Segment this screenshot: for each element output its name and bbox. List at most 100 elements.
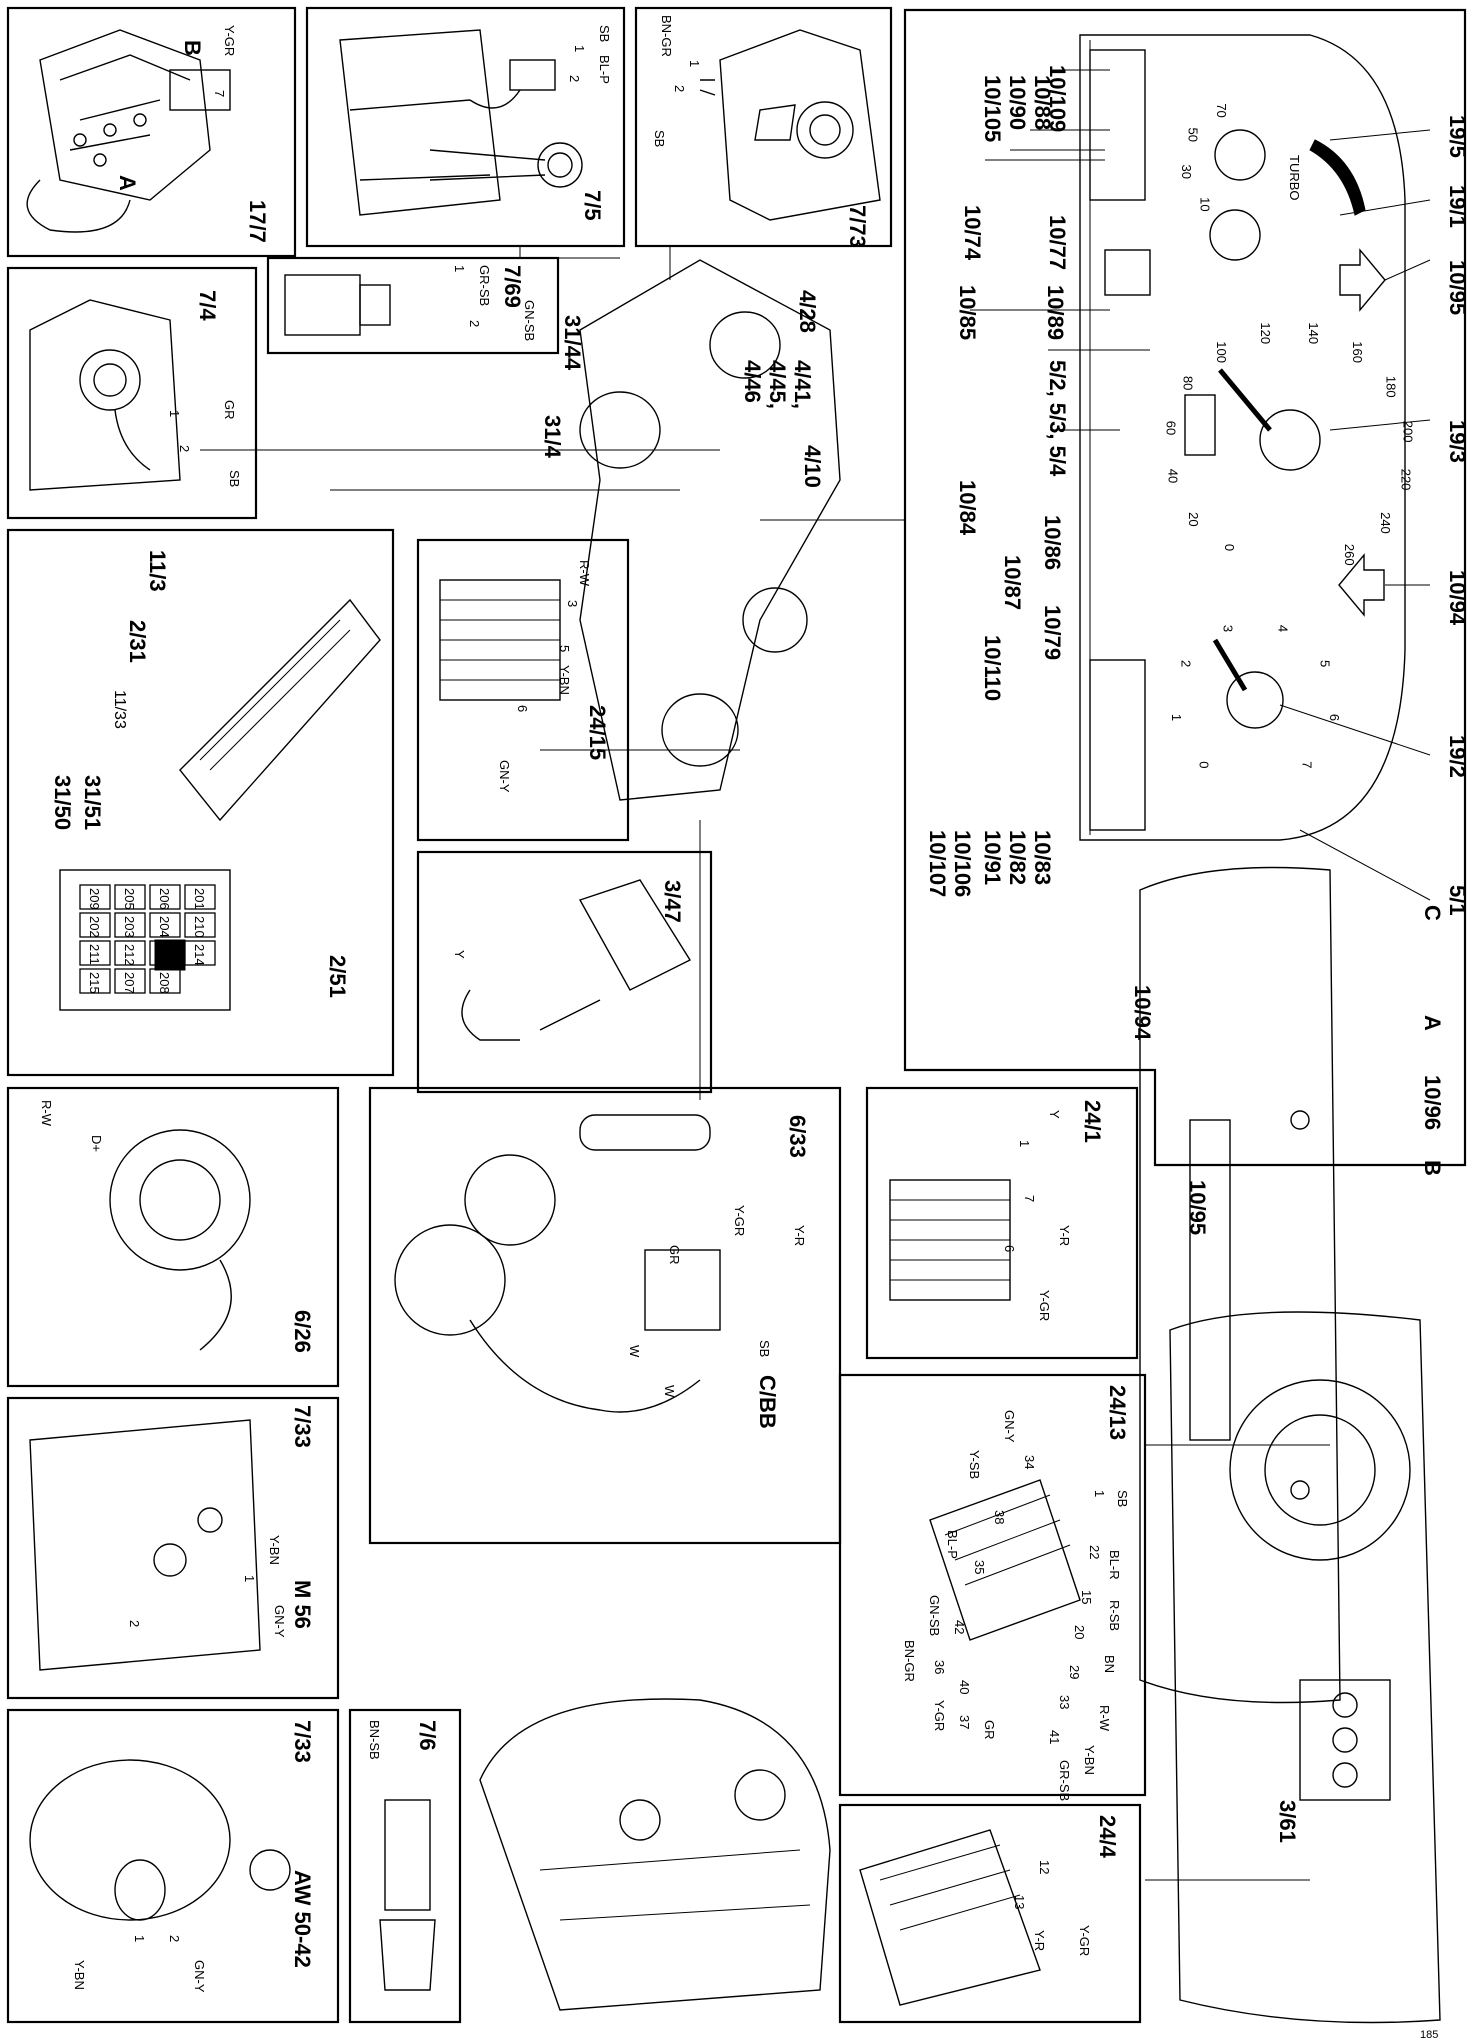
pin-1: 1	[572, 45, 587, 52]
car-ref-31-44: 31/44	[560, 315, 585, 371]
panel-2-31: 2092052062012022032042102112122132142152…	[6, 528, 395, 1077]
ref-31-50: 31/50	[50, 775, 75, 830]
wire-label: BN-GR	[902, 1640, 917, 1682]
speedometer-tick: 80	[1181, 376, 1196, 390]
cluster-ref-label: 10/82	[1005, 830, 1030, 885]
wire-gn-y: GN-Y	[272, 1605, 287, 1638]
fuse-number: 214	[192, 944, 207, 966]
pin-1: 1	[167, 410, 182, 417]
panel-6-33: 6/33 C/BB Y-GR Y-R GR W W SB	[368, 1086, 842, 1545]
fuse-number: 201	[192, 888, 207, 910]
panel-ref: 3/47	[660, 880, 685, 923]
pin-2: 2	[177, 445, 192, 452]
speedometer-tick: 100	[1214, 341, 1229, 363]
speedometer-tick: 20	[1186, 512, 1201, 526]
terminal-d-plus: D+	[89, 1135, 104, 1152]
wire-r-w: R-W	[39, 1100, 54, 1127]
cluster-ref-label: 10/95	[1445, 260, 1470, 315]
pin-number: 29	[1067, 1665, 1082, 1679]
cluster-ref-label: 19/3	[1445, 420, 1470, 463]
speedometer-tick: 260	[1342, 544, 1357, 566]
fuse-number: 210	[192, 916, 207, 938]
turbo-label: TURBO	[1287, 155, 1302, 201]
cluster-ref-label: 10/87	[1000, 555, 1025, 610]
pin-1: 1	[452, 265, 467, 272]
cluster-ref-label: 10/94	[1445, 570, 1470, 626]
pin-number: 41	[1047, 1730, 1062, 1744]
pin-3: 3	[565, 600, 580, 607]
panel-ref: 24/15	[585, 705, 610, 760]
wire-label: GR	[982, 1720, 997, 1740]
rear-marker-b: B	[1420, 1160, 1445, 1176]
speedometer-tick: 140	[1306, 322, 1321, 344]
cluster-ref-label: 19/1	[1445, 185, 1470, 228]
panel-ref: 6/26	[290, 1310, 315, 1353]
ref-11-3: 11/3	[145, 550, 170, 592]
wire-w: W	[627, 1345, 642, 1358]
panel-7-69: 7/69 GR-SB GN-SB 1 2	[266, 256, 560, 355]
panel-ref: 7/73	[845, 205, 870, 248]
car-ref-4-46: 4/46	[740, 360, 765, 403]
speedometer-tick: 180	[1383, 376, 1398, 398]
fuse-slot	[79, 940, 111, 966]
panel-ref: 17/7	[245, 200, 270, 243]
page-number: 185	[1420, 2029, 1438, 2041]
wire-y-r: Y-R	[792, 1225, 807, 1246]
panel-ref: 24/4	[1095, 1815, 1120, 1859]
wire-label: SB	[1115, 1490, 1130, 1507]
cluster-ref-label: 5/1	[1445, 885, 1470, 916]
fuse-slot	[184, 912, 216, 938]
wire-gr: GR	[667, 1245, 682, 1265]
fuse-number: 202	[87, 916, 102, 938]
wire-w-2: W	[662, 1385, 677, 1398]
leader-line	[1329, 419, 1431, 431]
dashboard-overview: 3/61	[1145, 1311, 1441, 2024]
cluster-ref-label: 10/88	[1030, 75, 1055, 130]
panel-ref: 7/6	[415, 1720, 440, 1751]
fuse-number: 206	[157, 888, 172, 910]
fuse-number: 212	[122, 944, 137, 966]
ref-11-33: 11/33	[111, 690, 128, 729]
fuse-number: 215	[87, 972, 102, 994]
wire-label: BN	[1102, 1655, 1117, 1673]
panel-7-33-aw5042: 7/33 AW 50-42 Y-BN GN-Y 1 2	[6, 1708, 340, 2024]
cluster-ref-label: 19/2	[1445, 735, 1470, 778]
fuse-slot	[149, 968, 181, 994]
wire-y-bn: Y-BN	[557, 665, 572, 695]
speedometer-tick: 0	[1222, 544, 1237, 551]
wire-label: BL-R	[1107, 1550, 1122, 1580]
tachometer-tick: 5	[1317, 660, 1332, 667]
cluster-ref-label: 10/90	[1005, 75, 1030, 130]
ref-31-51: 31/51	[80, 775, 105, 830]
fuse-number: 209	[87, 888, 102, 910]
wire-sb: SB	[227, 470, 242, 487]
pin-number: 36	[932, 1660, 947, 1674]
cluster-ref-label: 10/84	[955, 480, 980, 536]
panel-7-4: 7/4 GR SB 1 2	[6, 266, 258, 520]
wire-label: Y-GR	[222, 25, 237, 56]
wire-label: R-SB	[1107, 1600, 1122, 1631]
tachometer-tick: 6	[1327, 714, 1342, 721]
panel-ref: 24/13	[1105, 1385, 1130, 1440]
pin-12: 12	[1037, 1860, 1052, 1874]
pin-7: 7	[1022, 1195, 1037, 1202]
rear-ref-10-94: 10/94	[1130, 985, 1155, 1041]
fuse-grid: 2092052062012022032042102112122132142152…	[79, 884, 216, 994]
pin-2: 2	[167, 1935, 182, 1942]
speedometer-tick: 240	[1378, 512, 1393, 534]
cluster-ref-label: 10/105	[980, 75, 1005, 142]
instrument-cluster-rear: C A B 10/94 10/96 10/95	[1130, 866, 1445, 1704]
pin-number: 35	[972, 1560, 987, 1574]
cluster-ref-label: 10/109	[1045, 65, 1070, 132]
wire-label: Y-GR	[932, 1700, 947, 1731]
pin-number: 20	[1072, 1625, 1087, 1639]
rear-ref-10-95: 10/95	[1185, 1180, 1210, 1235]
pin-2: 2	[567, 75, 582, 82]
pin-number: 22	[1087, 1545, 1102, 1559]
fuse-number: 203	[122, 916, 137, 938]
fuse-slot	[114, 940, 146, 966]
cluster-ref-label: 10/86	[1040, 515, 1065, 570]
wire-gn-y: GN-Y	[192, 1960, 207, 1993]
fuse-slot	[114, 884, 146, 910]
